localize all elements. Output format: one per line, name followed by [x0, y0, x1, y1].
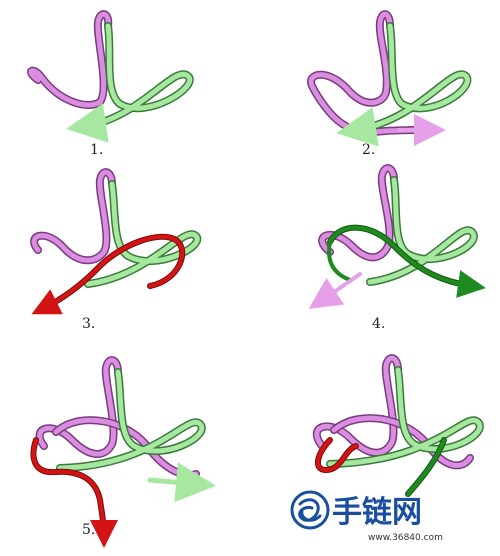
step-5-cord-green [56, 368, 216, 503]
step-3-label: 3. [82, 316, 95, 332]
step-5-panel: 5. [30, 356, 216, 548]
step-6-cord-dark-green [405, 437, 447, 497]
step-1-cord-green [66, 22, 194, 143]
step-4-cord-green [366, 176, 478, 286]
step-4-arrow-pink [308, 272, 362, 309]
step-2-label: 2. [362, 142, 375, 158]
step-4-panel: 4. [308, 164, 486, 332]
step-1-panel: 1. [27, 10, 194, 158]
step-1-cord-pink [27, 10, 113, 109]
step-6-panel [312, 354, 484, 497]
step-4-label: 4. [372, 316, 385, 332]
step-6-cord-green [326, 366, 484, 468]
step-3-cord-pink [30, 168, 116, 265]
step-1-label: 1. [90, 142, 103, 158]
step-6-cord-red [314, 437, 359, 473]
step-4-cord-dark-green [327, 224, 486, 298]
step-2-cord-green [336, 22, 472, 147]
step-3-cord-red [31, 233, 186, 315]
step-2-cord-pink [307, 10, 434, 138]
step-5-cord-red [30, 437, 118, 548]
watermark: 手链网 www.36840.com [290, 490, 443, 543]
watermark-url: www.36840.com [368, 533, 443, 543]
watermark-title: 手链网 [332, 495, 422, 530]
watermark-logo-icon [290, 490, 330, 530]
step-4-cord-pink [318, 164, 398, 262]
step-2-panel: 2. [307, 10, 472, 158]
step-5-label: 5. [82, 522, 95, 538]
step-3-panel: 3. [30, 168, 202, 332]
